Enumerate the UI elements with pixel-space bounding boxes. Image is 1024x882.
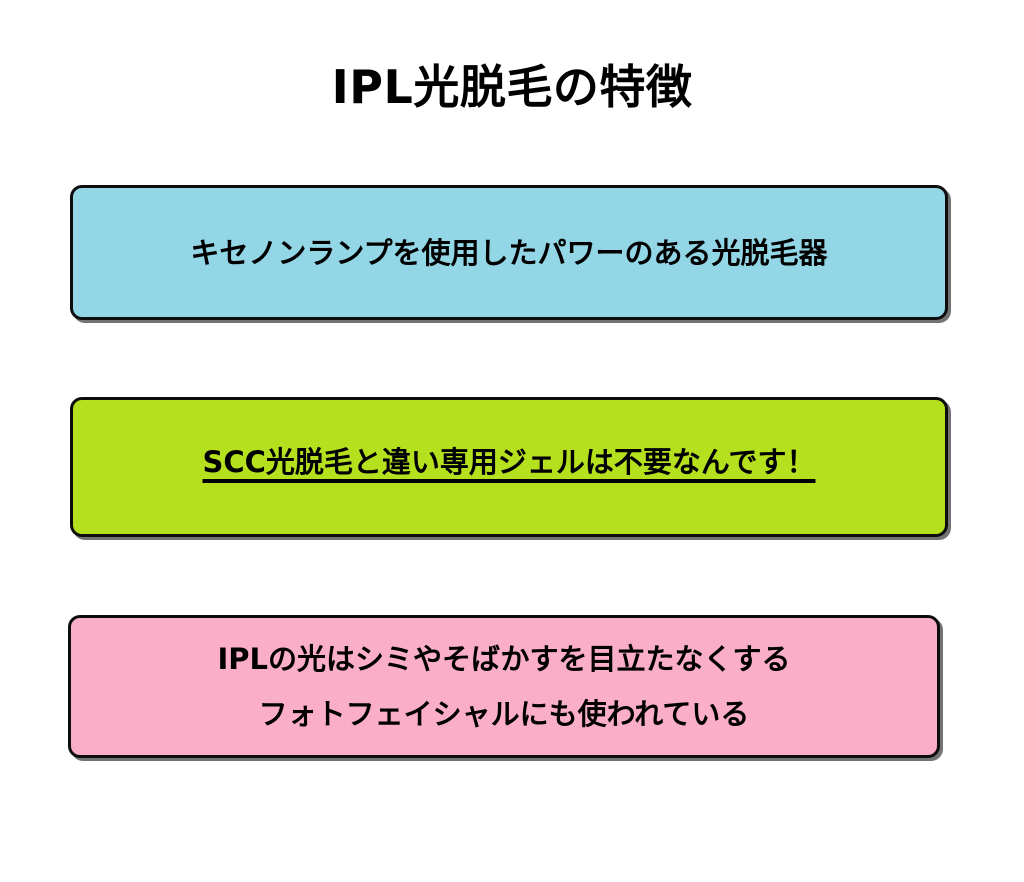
callout-box-green: SCC光脱毛と違い専用ジェルは不要なんです！: [70, 397, 948, 537]
callout-box-blue: キセノンランプを使用したパワーのある光脱毛器: [70, 185, 948, 320]
callout-pink-line-2: フォトフェイシャルにも使われている: [258, 696, 750, 731]
callout-box-pink: IPLの光はシミやそばかすを目立たなくする フォトフェイシャルにも使われている: [68, 615, 940, 758]
callout-blue-line-1: キセノンランプを使用したパワーのある光脱毛器: [190, 235, 828, 270]
callout-green-line-1: SCC光脱毛と違い専用ジェルは不要なんです！: [202, 445, 816, 479]
page-title: IPL光脱毛の特徴: [331, 60, 693, 114]
callout-pink-line-1: IPLの光はシミやそばかすを目立たなくする: [217, 641, 791, 676]
